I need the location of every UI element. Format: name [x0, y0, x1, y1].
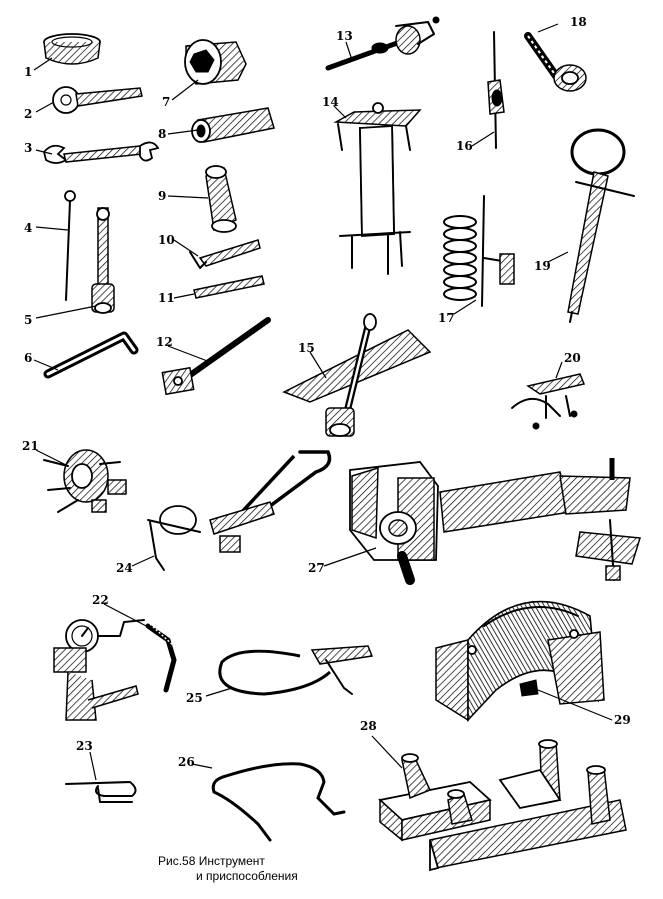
tool-26-wire-hook — [211, 762, 346, 842]
label-8: 8 — [158, 127, 166, 141]
tool-4-pin — [64, 190, 76, 301]
label-14: 14 — [322, 95, 339, 109]
label-12: 12 — [156, 335, 173, 349]
tool-9-sleeve — [205, 165, 237, 233]
tool-29-bearing-cap — [435, 600, 605, 723]
label-19: 19 — [534, 259, 551, 273]
leader-lines — [33, 23, 613, 781]
tool-7-socket — [184, 39, 247, 85]
label-28: 28 — [360, 719, 377, 733]
tool-21-hub-puller — [43, 449, 127, 513]
label-27: 27 — [308, 561, 325, 575]
tool-11-drift — [193, 275, 265, 299]
label-20: 20 — [564, 351, 581, 365]
tool-25-strap-wrench — [218, 645, 374, 696]
tool-12-plate-wrench — [161, 317, 271, 396]
tool-13-puller — [325, 16, 440, 71]
tool-3-open-wrench — [43, 141, 160, 164]
tool-2-wrench — [52, 86, 143, 114]
tool-23-spring-clip — [65, 781, 137, 803]
label-2: 2 — [24, 107, 32, 121]
label-26: 26 — [178, 755, 195, 769]
label-18: 18 — [570, 15, 587, 29]
tool-5-socket-wrench — [91, 207, 115, 314]
tool-17-spring-tool — [443, 195, 515, 307]
tool-16-tap-wrench — [487, 31, 505, 149]
label-24: 24 — [116, 561, 133, 575]
tool-1-ring — [43, 33, 101, 65]
label-1: 1 — [24, 65, 32, 79]
label-13: 13 — [336, 29, 353, 43]
label-10: 10 — [158, 233, 175, 247]
label-3: 3 — [24, 141, 32, 155]
number-labels: 1 2 3 4 5 6 7 8 9 10 11 12 13 14 15 16 1… — [22, 15, 631, 769]
label-4: 4 — [24, 221, 32, 235]
caption-line-1: Рис.58 Инструмент — [158, 854, 265, 868]
label-23: 23 — [76, 739, 93, 753]
label-16: 16 — [456, 139, 473, 153]
tool-24-lever-tool — [147, 450, 332, 571]
tool-14-stand — [333, 102, 422, 275]
tool-19-t-handle — [567, 128, 635, 323]
label-7: 7 — [162, 95, 170, 109]
tool-15-press — [282, 313, 432, 437]
caption-line-2: и приспособления — [196, 869, 298, 883]
label-22: 22 — [92, 593, 109, 607]
tool-8-tube — [191, 107, 275, 143]
label-15: 15 — [298, 341, 315, 355]
tool-18-eye-bolt — [524, 32, 587, 92]
tool-27-large-puller — [349, 458, 641, 585]
label-11: 11 — [158, 291, 175, 305]
label-5: 5 — [24, 313, 32, 327]
tool-6-hex-key — [43, 331, 139, 379]
label-21: 21 — [22, 439, 39, 453]
tool-10-bent-rod — [189, 239, 261, 269]
tool-20-clamp — [511, 373, 586, 430]
label-17: 17 — [438, 311, 455, 325]
tool-22-pressure-tester — [53, 619, 177, 721]
label-6: 6 — [24, 351, 32, 365]
label-25: 25 — [186, 691, 203, 705]
label-9: 9 — [158, 189, 166, 203]
label-29: 29 — [614, 713, 631, 727]
figure-caption: Рис.58 Инструмент и приспособления — [158, 854, 298, 884]
tool-28-support-stands — [378, 739, 627, 872]
